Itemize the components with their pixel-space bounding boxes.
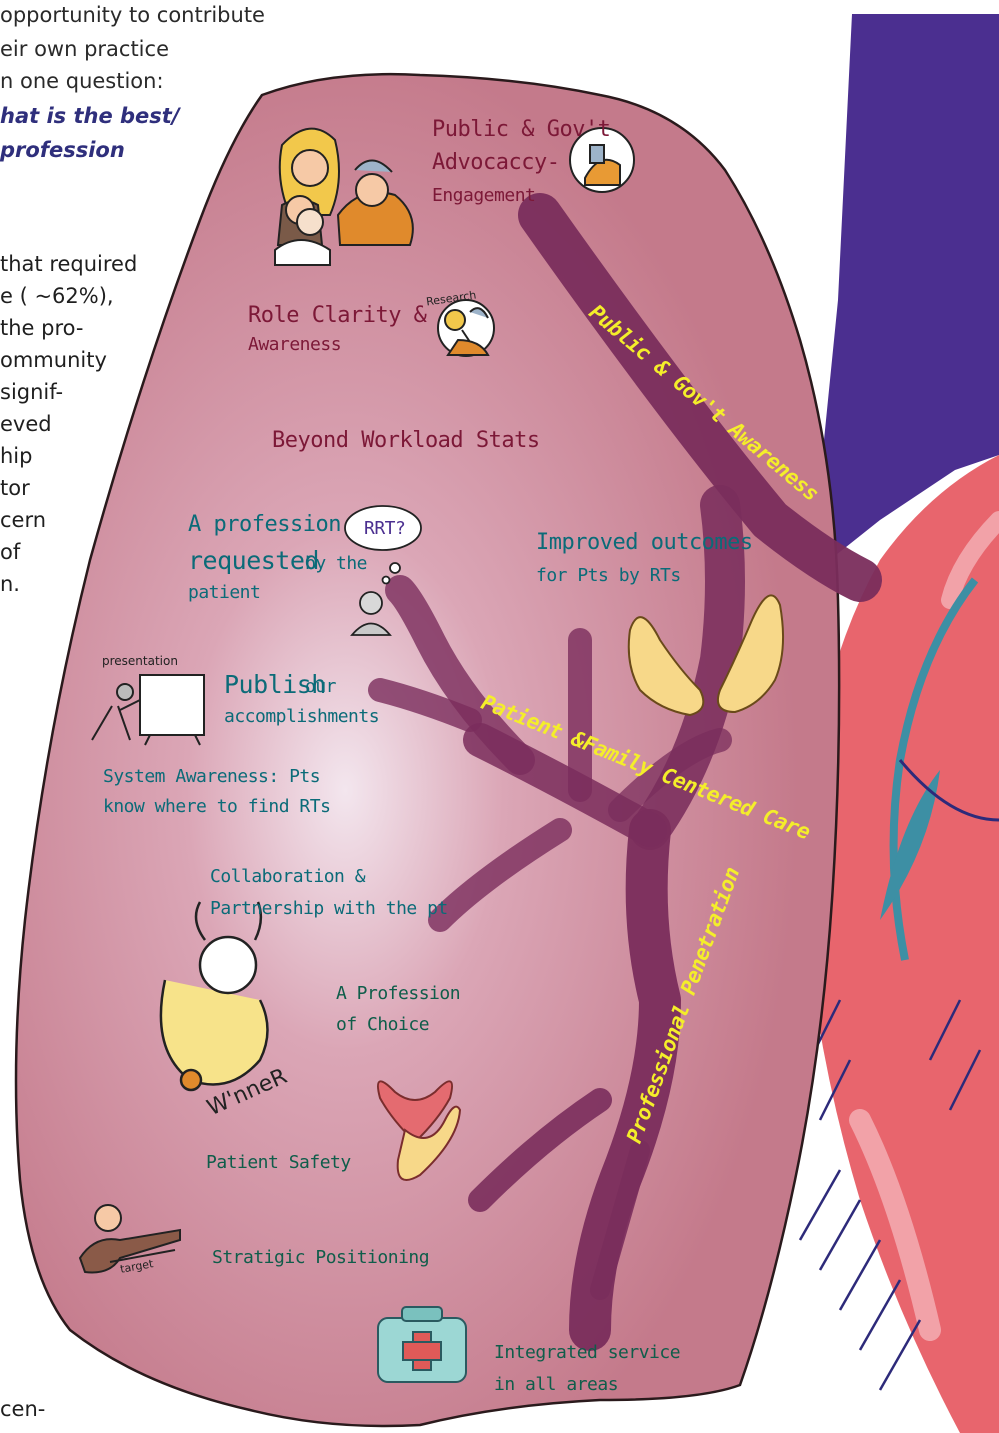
body-line-11: n.	[0, 570, 20, 599]
label-profession-requested-2: requested	[188, 546, 319, 575]
label-publish-accomplishments: accomplishments	[224, 706, 379, 727]
body-line-10: of	[0, 538, 20, 567]
intro-line-2: eir own practice	[0, 34, 169, 65]
body-line-6: eved	[0, 410, 52, 439]
label-system-awareness-1: System Awareness: Pts	[103, 766, 320, 787]
body-line-4: ommunity	[0, 346, 107, 375]
label-collaboration-1: Collaboration &	[210, 866, 365, 887]
intro-emphasis-1: hat is the best/	[0, 100, 180, 132]
body-line-7: hip	[0, 442, 32, 471]
label-integrated-service-1: Integrated service	[494, 1342, 680, 1363]
rrt-bubble-text: RRT?	[364, 518, 405, 539]
body-line-2: e ( ~62%),	[0, 282, 114, 311]
first-aid-kit-icon	[378, 1307, 466, 1382]
label-collaboration-2: Partnership with the pt	[210, 898, 448, 919]
sketch-presentation-caption: presentation	[102, 654, 178, 668]
body-line-1: that required	[0, 250, 137, 279]
label-system-awareness-2: know where to find RTs	[103, 796, 330, 817]
label-beyond-workload: Beyond Workload Stats	[272, 428, 540, 453]
body-line-5: signif-	[0, 378, 63, 407]
body-line-3: the pro-	[0, 314, 83, 343]
intro-line-1: opportunity to contribute	[0, 0, 265, 31]
body-footer: cen-	[0, 1395, 45, 1424]
label-profession-requested-1: A profession	[188, 512, 341, 537]
label-public-advocacy-2: Advocaccy-	[432, 150, 559, 175]
label-strategic-positioning: Stratigic Positioning	[212, 1247, 429, 1268]
intro-line-3: n one question:	[0, 66, 164, 97]
label-patient-safety: Patient Safety	[206, 1152, 351, 1173]
label-role-clarity-1: Role Clarity &	[248, 303, 426, 328]
label-role-clarity-2: Awareness	[248, 334, 341, 355]
label-profession-choice-1: A Profession	[336, 983, 460, 1004]
label-public-advocacy-3: Engagement	[432, 185, 535, 206]
label-profession-requested-4: patient	[188, 582, 260, 603]
label-profession-choice-2: of Choice	[336, 1014, 429, 1035]
label-improved-outcomes-1: Improved outcomes	[536, 530, 753, 555]
label-improved-outcomes-2: for Pts by RTs	[536, 565, 681, 586]
body-line-9: cern	[0, 506, 46, 535]
label-profession-requested-3: by the	[305, 553, 367, 574]
body-line-8: tor	[0, 474, 30, 503]
research-icon	[438, 300, 494, 356]
intro-emphasis-2: profession	[0, 134, 125, 166]
label-publish-our: our	[305, 676, 336, 697]
label-public-advocacy-1: Public & Gov't	[432, 117, 610, 142]
label-integrated-service-2: in all areas	[494, 1374, 618, 1395]
